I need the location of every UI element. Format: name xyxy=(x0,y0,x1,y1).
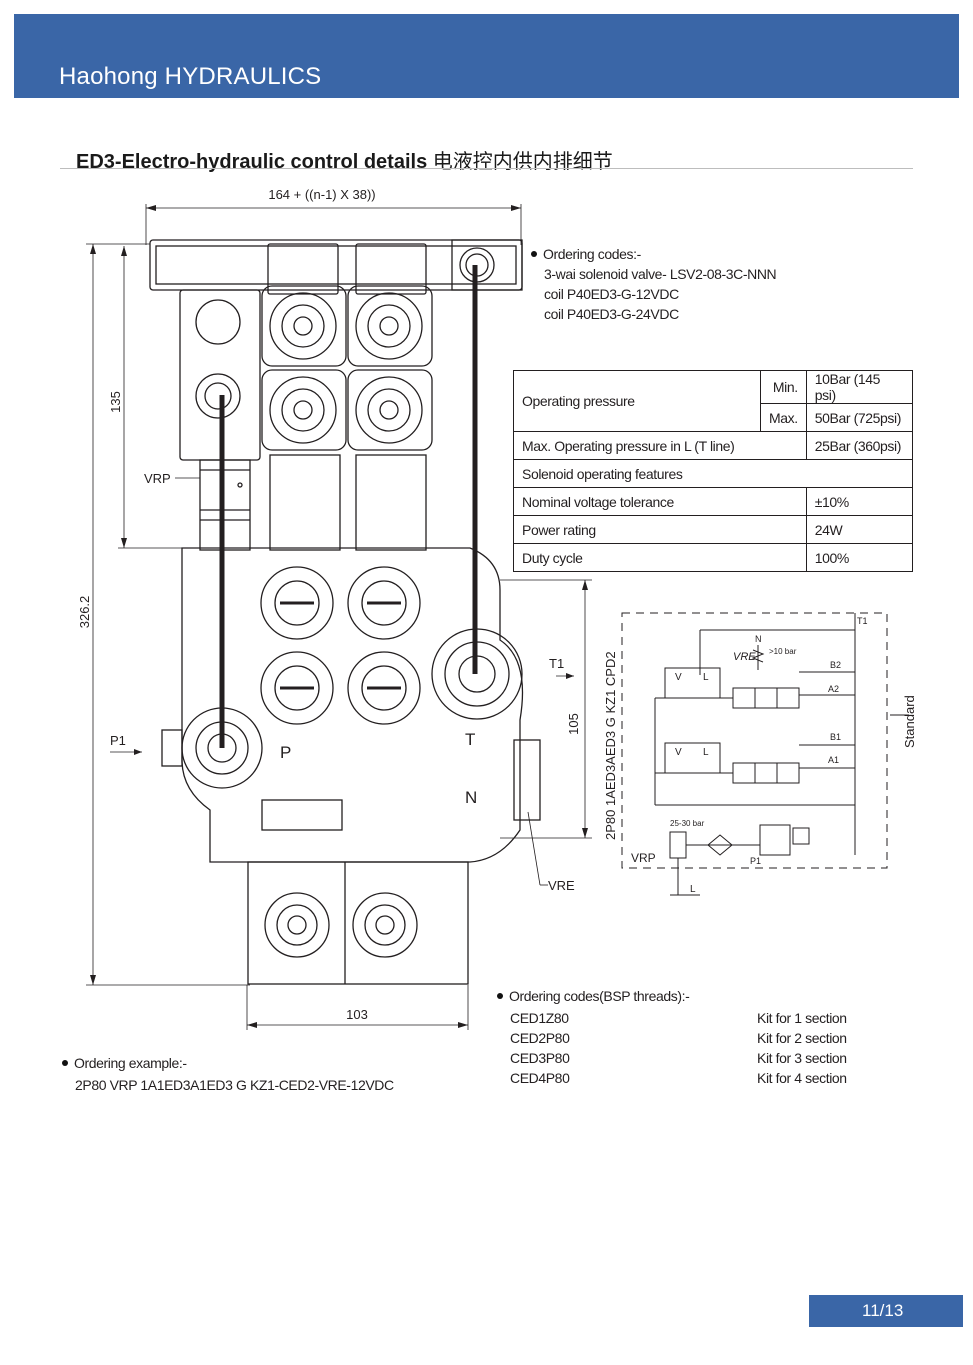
brand-name: Haohong HYDRAULICS xyxy=(59,63,322,90)
bullet-icon xyxy=(62,1060,68,1066)
page-number: 11/13 xyxy=(862,1301,904,1320)
bullet-icon xyxy=(497,993,503,999)
spec-value: ±10% xyxy=(805,487,914,516)
schematic-vrp: VRP xyxy=(631,851,656,865)
label-t: T xyxy=(465,730,475,749)
schematic-v: V xyxy=(675,672,682,683)
schematic-a2: A2 xyxy=(828,684,839,694)
ordering-codes-heading: Ordering codes:- xyxy=(543,246,641,262)
schematic-standard-label: Standard xyxy=(902,695,917,748)
schematic-l-bottom: L xyxy=(690,884,696,895)
example-code: 2P80 VRP 1A1ED3A1ED3 G KZ1-CED2-VRE-12VD… xyxy=(75,1077,394,1093)
kit-desc: Kit for 3 section xyxy=(757,1050,847,1066)
solenoid-body xyxy=(179,289,261,551)
dim-right-height-text: 105 xyxy=(566,713,581,735)
schematic-side-label: 2P80 1AED3AED3 G KZ1 CPD2 xyxy=(603,651,618,840)
dim-bottom-width-text: 103 xyxy=(346,1007,368,1022)
label-p1: P1 xyxy=(110,733,126,748)
spec-sublabel: Max. xyxy=(760,403,807,432)
kit-row: CED3P80 Kit for 3 section xyxy=(497,1050,877,1070)
kit-code: CED3P80 xyxy=(510,1050,570,1066)
schematic-vre: VRE xyxy=(733,651,756,663)
dim-upper-height: 135 xyxy=(108,246,230,549)
ordering-codes: Ordering codes:- 3-wai solenoid valve- L… xyxy=(531,244,777,324)
label-t1: T1 xyxy=(549,656,564,671)
spec-sublabel: Min. xyxy=(760,370,807,404)
kit-row: CED2P80 Kit for 2 section xyxy=(497,1030,877,1050)
section-title: ED3-Electro-hydraulic control details 电液… xyxy=(76,145,613,174)
dim-total-height: 326.2 xyxy=(77,243,250,986)
kits-heading: Ordering codes(BSP threads):- xyxy=(509,988,690,1004)
ordering-example: Ordering example:- 2P80 VRP 1A1ED3A1ED3 … xyxy=(62,1052,394,1096)
kit-code: CED1Z80 xyxy=(510,1010,569,1026)
spec-value: 24W xyxy=(805,515,914,544)
ordering-code-line: coil P40ED3-G-12VDC xyxy=(544,286,679,302)
schematic-b1: B1 xyxy=(830,732,841,742)
bullet-icon xyxy=(531,251,537,257)
schematic-b2: B2 xyxy=(830,660,841,670)
section-title-en: ED3-Electro-hydraulic control details xyxy=(76,151,428,173)
schematic-v: V xyxy=(675,747,682,758)
ordering-code-line: coil P40ED3-G-24VDC xyxy=(544,306,679,322)
coil-stack-2 xyxy=(347,243,433,551)
section-title-cn: 电液控内供内排细节 xyxy=(432,151,613,173)
kit-desc: Kit for 2 section xyxy=(757,1030,847,1046)
bottom-section xyxy=(247,861,469,985)
kit-code: CED4P80 xyxy=(510,1070,570,1086)
kit-row: CED4P80 Kit for 4 section xyxy=(497,1070,877,1090)
dim-right-height: 105 xyxy=(500,579,592,839)
label-vre: VRE xyxy=(548,878,575,893)
page-number-box: 11/13 xyxy=(809,1295,963,1327)
label-p: P xyxy=(280,743,291,762)
schematic-l: L xyxy=(703,747,709,758)
dim-top-width-text: 164 + ((n-1) X 38)) xyxy=(268,187,375,202)
title-divider xyxy=(60,168,913,169)
kit-row: CED1Z80 Kit for 1 section xyxy=(497,1010,877,1030)
dim-bottom-width: 103 xyxy=(246,985,469,1030)
spec-label: Duty cycle xyxy=(513,543,807,572)
spec-label: Power rating xyxy=(513,515,807,544)
schematic-n: N xyxy=(755,634,762,644)
schematic-t1: T1 xyxy=(857,616,868,626)
schematic-vre-bar: >10 bar xyxy=(769,647,797,656)
dim-total-height-text: 326.2 xyxy=(77,596,92,629)
spec-label: Max. Operating pressure in L (T line) xyxy=(513,431,807,460)
schematic-l: L xyxy=(703,672,709,683)
kit-code: CED2P80 xyxy=(510,1030,570,1046)
page-header: Haohong HYDRAULICS xyxy=(14,14,959,98)
spec-value: 100% xyxy=(805,543,914,572)
spec-value: 10Bar (145 psi) xyxy=(805,370,914,404)
schematic-p1: P1 xyxy=(750,856,761,866)
dim-top-width: 164 + ((n-1) X 38)) xyxy=(145,187,522,245)
kit-desc: Kit for 1 section xyxy=(757,1010,847,1026)
valve-body xyxy=(161,547,541,863)
spec-table: Operating pressure Min. 10Bar (145 psi) … xyxy=(513,370,914,572)
example-heading: Ordering example:- xyxy=(74,1055,187,1071)
spec-value: 25Bar (360psi) xyxy=(805,431,914,460)
spec-value: 50Bar (725psi) xyxy=(805,403,914,432)
dim-upper-height-text: 135 xyxy=(108,391,123,413)
hydraulic-schematic: 2P80 1AED3AED3 G KZ1 CPD2 Standard T1 N … xyxy=(603,612,917,896)
label-n: N xyxy=(465,788,477,807)
ordering-code-line: 3-wai solenoid valve- LSV2-08-3C-NNN xyxy=(544,266,777,282)
spec-label: Operating pressure xyxy=(513,370,761,432)
schematic-a1: A1 xyxy=(828,755,839,765)
spec-label: Solenoid operating features xyxy=(513,459,913,488)
label-vrp: VRP xyxy=(144,471,171,486)
top-manifold xyxy=(149,239,523,291)
schematic-bar-25-30: 25-30 bar xyxy=(670,819,705,828)
spec-label: Nominal voltage tolerance xyxy=(513,487,807,516)
kit-desc: Kit for 4 section xyxy=(757,1070,847,1086)
coil-stack-1 xyxy=(261,243,347,551)
